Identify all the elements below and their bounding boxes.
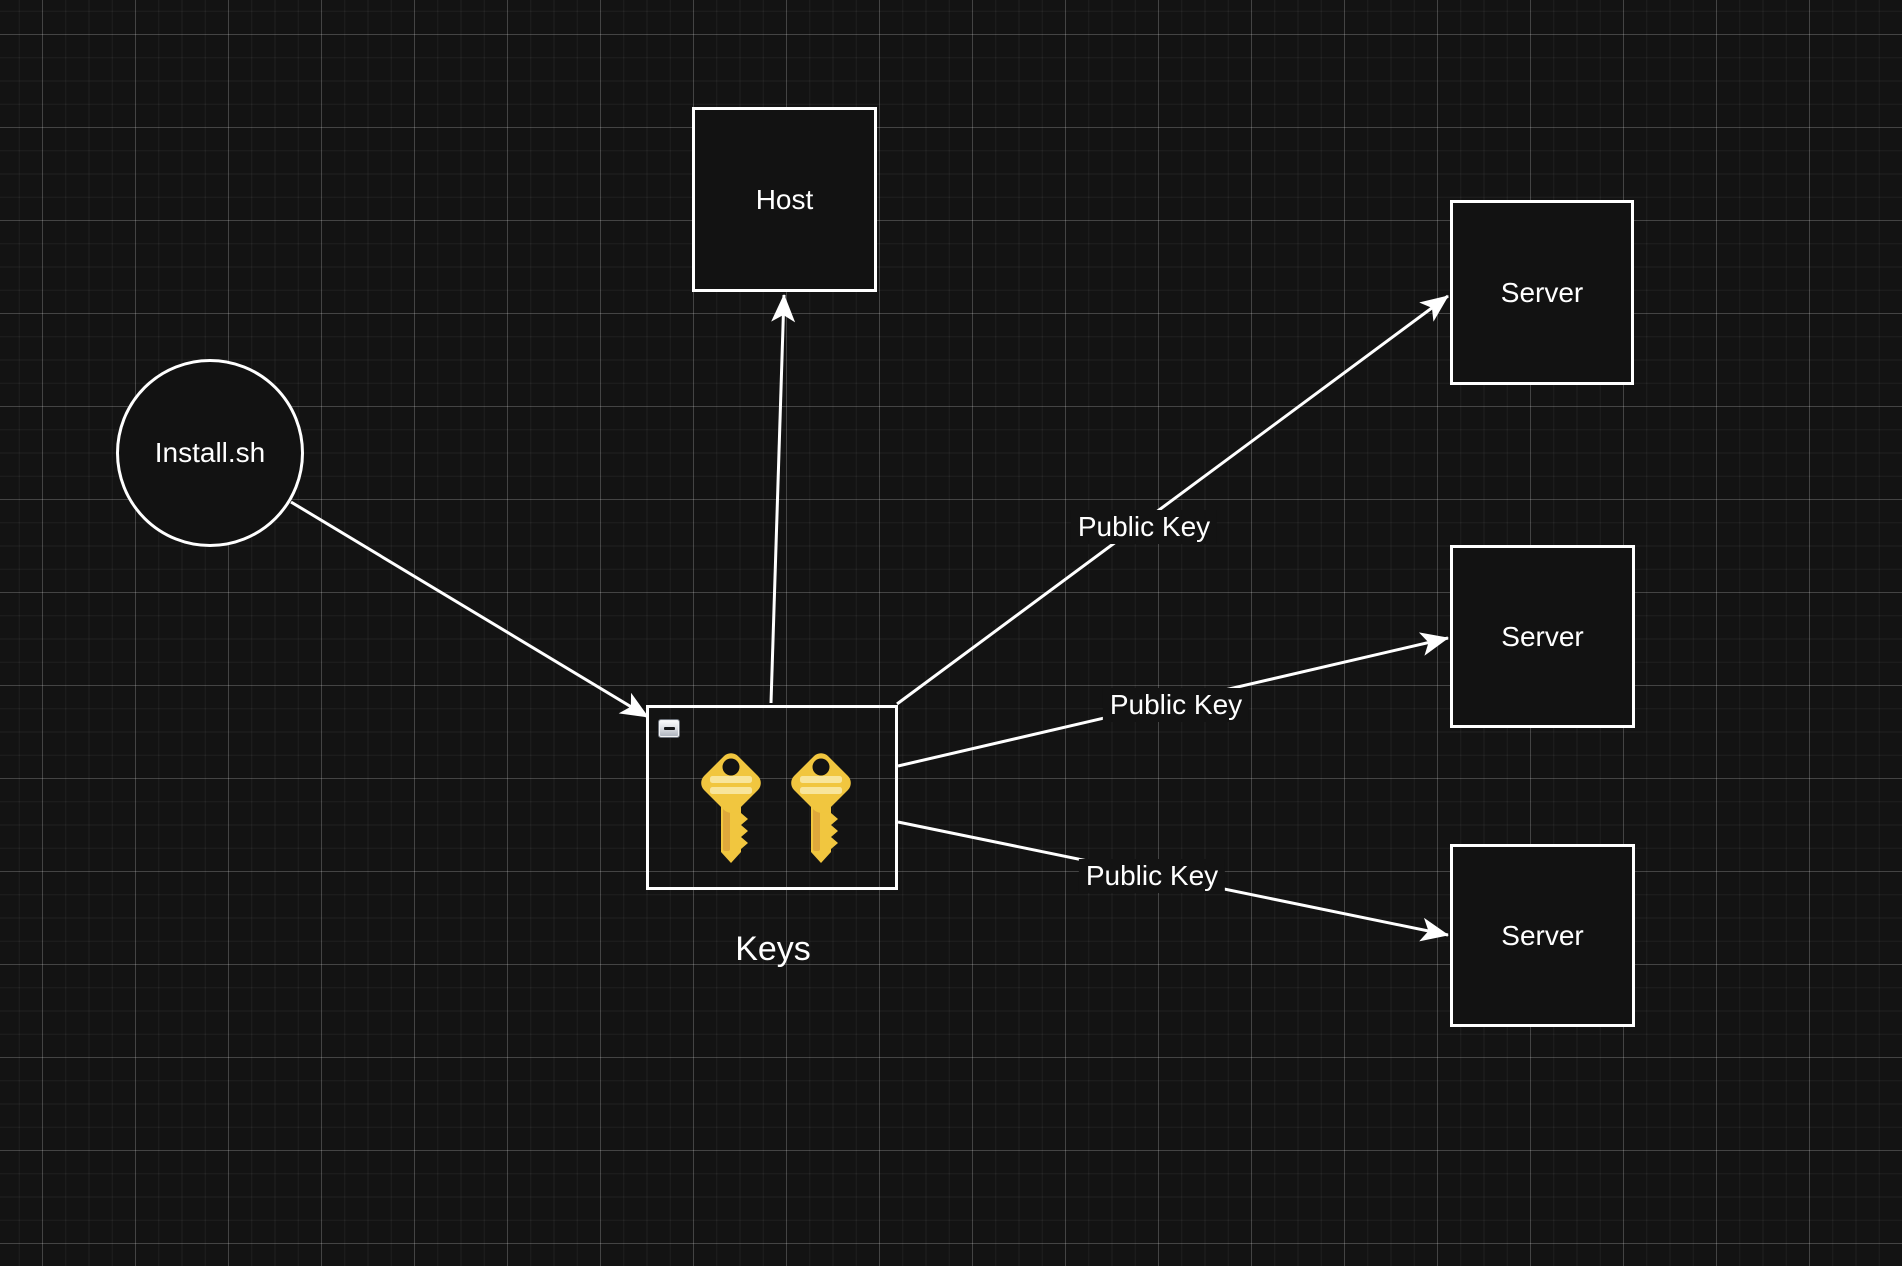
keys-group-caption[interactable]: Keys [735, 930, 811, 968]
key-icon [701, 753, 761, 863]
node-server-top[interactable]: Server [1450, 200, 1634, 385]
edge-label-public-key-top[interactable]: Public Key [1070, 510, 1218, 544]
collapse-button[interactable] [658, 719, 680, 738]
node-server-bottom[interactable]: Server [1450, 844, 1635, 1027]
server-top-label: Server [1500, 276, 1584, 308]
server-middle-label: Server [1501, 620, 1584, 652]
node-keys-group[interactable] [646, 705, 898, 890]
node-server-middle[interactable]: Server [1450, 545, 1635, 728]
install-sh-label: Install.sh [154, 437, 266, 468]
edge-label-public-key-middle[interactable]: Public Key [1102, 688, 1250, 722]
host-label: Host [755, 183, 814, 215]
key-icon [791, 753, 851, 863]
edge-keys-to-host[interactable] [769, 294, 796, 704]
node-host[interactable]: Host [692, 107, 877, 292]
edge-label-public-key-bottom[interactable]: Public Key [1078, 859, 1226, 893]
node-install-sh[interactable]: Install.sh [116, 359, 304, 547]
edge-keys-to-server-top[interactable] [896, 294, 1449, 706]
edge-install-to-keys[interactable] [290, 500, 649, 719]
server-bottom-label: Server [1501, 919, 1584, 951]
minus-icon [663, 727, 675, 730]
